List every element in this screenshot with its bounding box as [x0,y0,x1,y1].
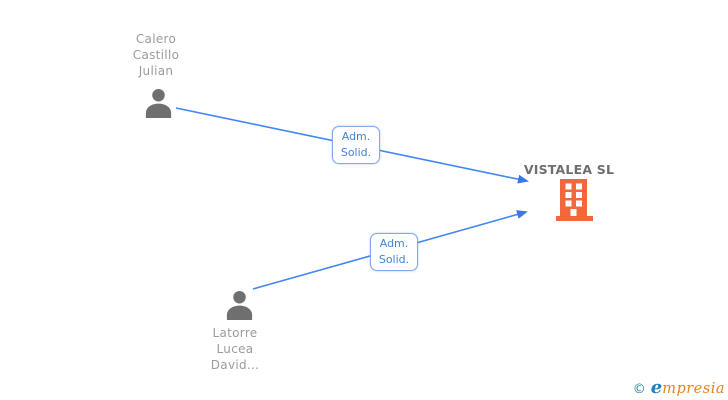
person-1-name-line: Julian [138,64,174,78]
person-1-name-line: Castillo [132,48,180,62]
empresia-logo-initial: e [650,377,663,398]
person-silhouette-icon[interactable] [144,88,173,118]
edge-label-line: Solid. [378,253,410,266]
company-name-label: VISTALEA SL [523,162,615,177]
edge-label-adm-solid-1: Adm. Solid. [332,126,380,164]
person-1-name-line: Calero [135,32,177,46]
copyright-icon: © [632,382,646,397]
edge-label-line: Adm. [379,237,409,250]
building-icon[interactable] [556,179,593,221]
person-2-name-line: David... [210,358,260,372]
edge-label-adm-solid-2: Adm. Solid. [370,233,418,271]
person-2-name: Latorre Lucea David... [180,325,290,373]
edge-label-line: Solid. [340,146,372,159]
empresia-logo-text: mpresia [662,381,725,397]
person-2-name-line: Lucea [216,342,254,356]
person-2-name-line: Latorre [212,326,258,340]
person-1-name: Calero Castillo Julian [101,31,211,79]
empresia-logo[interactable]: © e mpresia [633,377,725,398]
person-silhouette-icon[interactable] [225,290,254,320]
edge-label-line: Adm. [341,130,371,143]
